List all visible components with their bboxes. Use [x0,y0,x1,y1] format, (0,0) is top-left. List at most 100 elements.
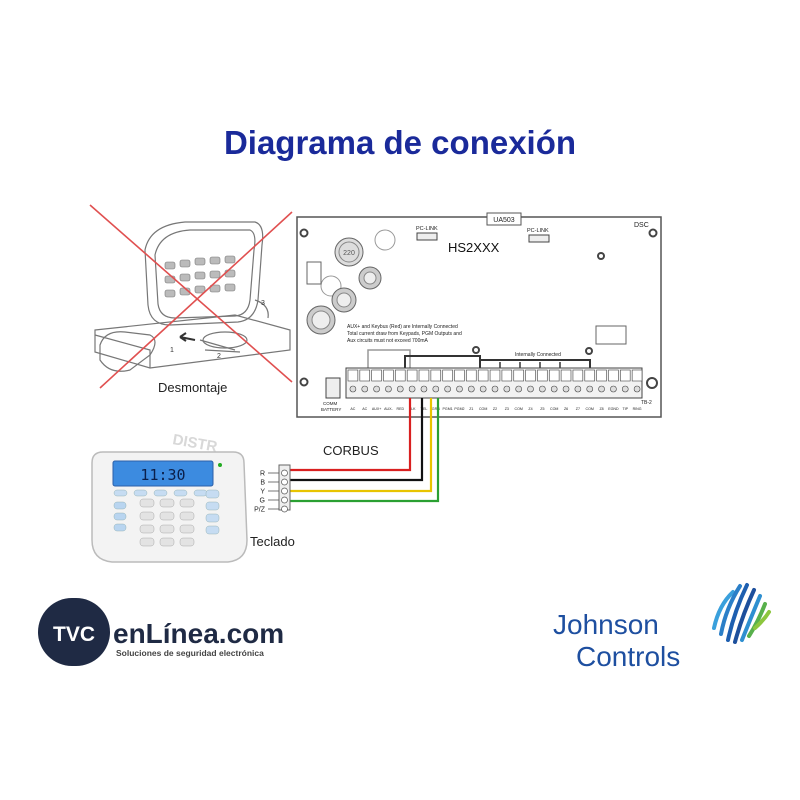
terminal-label: AC [362,407,367,411]
comm-label: COMM [323,401,337,406]
terminal-screw-head [373,385,380,393]
keypad-terminal-label: Y [260,489,265,496]
svg-text:2: 2 [217,353,221,360]
terminal-label: COM [514,407,522,411]
terminal-screw [395,369,406,382]
terminal-screw-head [444,385,451,393]
terminal-screw-head [586,385,594,393]
terminal-label: EGND [608,407,619,411]
terminal-label: Z5 [540,407,544,411]
terminal-screw-head [527,385,534,393]
terminal-label: COM [550,407,558,411]
terminal-label: Z2 [493,407,497,411]
terminal-screw [548,369,560,382]
keypad-terminal-screw [281,469,288,477]
terminal-screw [620,369,631,382]
jc-line-1: Johnson [553,609,659,640]
status-led [218,463,222,467]
corbus-wires [290,398,440,503]
green-wire [290,398,440,503]
terminal-label: AC [350,407,355,411]
terminal-screw [477,369,489,382]
terminal-screw [537,369,548,382]
panel-note-2: Total current draw from Keypads, PGM Out… [347,331,462,337]
terminal-screw-head [515,385,522,393]
terminal-label: GRN [432,407,440,411]
terminal-label: Z3 [505,407,509,411]
terminal-screw-head [420,385,428,393]
terminal-screw-head [361,385,369,393]
terminal-label: PGM1 [443,407,453,411]
function-key [113,512,127,521]
tb-label: TB-2 [641,400,652,406]
terminal-label: Z6 [564,407,568,411]
removal-illustration: 1 2 3 [89,204,293,389]
number-key [159,511,175,521]
number-key [139,498,155,508]
page-title: Diagrama de conexión [223,124,577,161]
terminal-label: Z1 [469,407,473,411]
number-key [159,498,175,508]
svg-text:220: 220 [343,250,355,257]
panel-model-label: HS2XXX [448,240,500,255]
jc-swoosh-icon [712,583,771,644]
red-wire [290,398,412,472]
terminal-screw [359,369,370,382]
terminal-label: COM [586,407,594,411]
control-key [153,489,168,497]
terminal-screw-head [385,385,392,393]
tvc-tagline: Soluciones de seguridad electrónica [116,648,264,658]
terminal-screw [430,369,442,382]
svg-text:1: 1 [170,347,174,354]
terminal-label: TIP [622,407,628,411]
terminal-label: COM [479,407,487,411]
keypad-display: 11:30 [140,466,185,484]
black-wire [290,398,424,482]
terminal-screw [572,369,584,382]
number-key [159,524,175,534]
keypad-terminal-screw [281,487,288,495]
terminal-screw-head [456,385,463,393]
terminal-screw [442,369,453,382]
terminal-screw [631,369,643,382]
terminal-screw-head [491,385,499,393]
cross-out-line [89,204,293,383]
keypad-terminal-screw [281,505,288,513]
terminal-screw-head [468,385,475,393]
side-key [205,513,220,523]
removal-label: Desmontaje [158,380,227,395]
terminal-screw [584,369,595,382]
control-key [113,489,128,497]
terminal-label: RING [633,407,642,411]
terminal-screw-head [539,385,546,393]
terminal-screw [513,369,524,382]
terminal-screws [347,369,643,393]
terminal-screw-head [432,385,440,393]
side-key [205,525,220,535]
terminal-screw-head [621,385,629,393]
terminal-label: AUX- [384,407,393,411]
terminal-label: Z8 [599,407,603,411]
chip-label: UA503 [493,217,515,224]
function-key [113,523,127,532]
johnson-controls-logo: Johnson Controls [553,583,771,672]
terminal-screw [466,369,477,382]
tvc-name: enLínea.com [113,618,284,649]
terminal-screw [525,369,536,382]
keypad-label: Teclado [250,534,295,549]
terminal-label: AUX+ [372,407,382,411]
terminal-label: PGM2 [454,407,464,411]
control-key [193,489,208,497]
terminal-screw-head [598,385,605,393]
terminal-label: RED [396,407,404,411]
terminal-screw [608,369,619,382]
number-key [179,511,195,521]
terminal-screw [371,369,382,382]
terminal-screw-head [408,385,416,393]
terminal-screw [596,369,607,382]
side-key [205,489,220,499]
